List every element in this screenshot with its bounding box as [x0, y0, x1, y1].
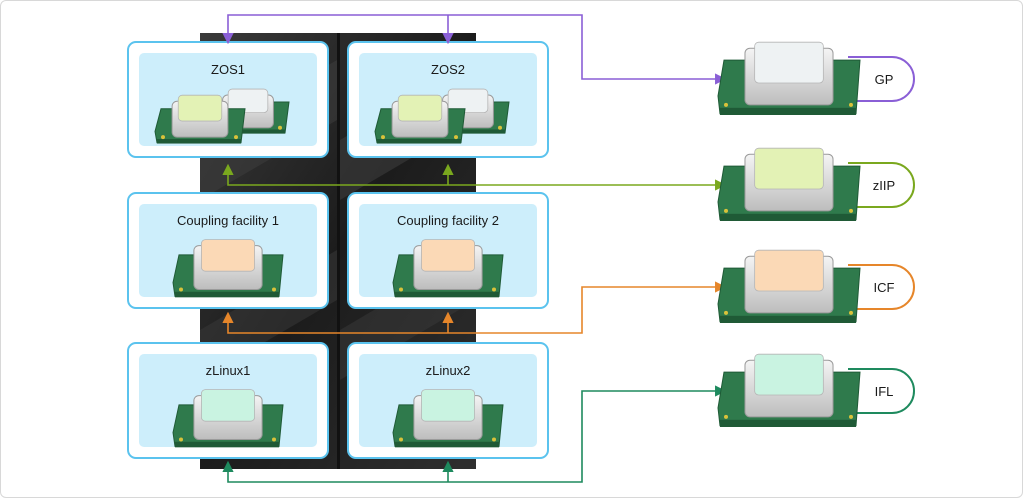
partition-label: zLinux1	[206, 363, 251, 378]
partition-label: Coupling facility 1	[177, 213, 279, 228]
partition-zlinux2: zLinux2	[347, 342, 549, 459]
partition-zlinux1: zLinux1	[127, 342, 329, 459]
processor-ziip: zIIP	[717, 147, 915, 221]
icf-connector	[222, 281, 727, 334]
processor-gp: GP	[717, 41, 915, 115]
partition-label: zLinux2	[426, 363, 471, 378]
partition-label: Coupling facility 2	[397, 213, 499, 228]
ifl-connector	[222, 385, 727, 483]
processor-types-layer: GP zIIP ICF IFL	[717, 41, 915, 427]
processor-type-label: zIIP	[873, 178, 895, 193]
processor-ifl: IFL	[717, 353, 915, 427]
processor-chip-icon	[374, 94, 466, 144]
processor-chip-icon	[154, 94, 246, 144]
processor-type-label: IFL	[875, 384, 894, 399]
processor-type-label: GP	[875, 72, 894, 87]
partition-label: ZOS1	[211, 62, 245, 77]
ziip-connector	[222, 163, 727, 191]
processor-icf: ICF	[717, 249, 915, 323]
connectors-layer	[222, 14, 727, 483]
partition-cf2: Coupling facility 2	[347, 192, 549, 309]
processor-type-label: ICF	[874, 280, 895, 295]
processor-chip-icon	[717, 353, 861, 427]
partition-label: ZOS2	[431, 62, 465, 77]
partition-cf1: Coupling facility 1	[127, 192, 329, 309]
gp-connector	[222, 14, 727, 85]
processor-chip-icon	[717, 249, 861, 323]
partition-zos1: ZOS1	[127, 41, 329, 158]
partition-zos2: ZOS2	[347, 41, 549, 158]
processor-chip-icon	[717, 147, 861, 221]
processor-chip-icon	[717, 41, 861, 115]
